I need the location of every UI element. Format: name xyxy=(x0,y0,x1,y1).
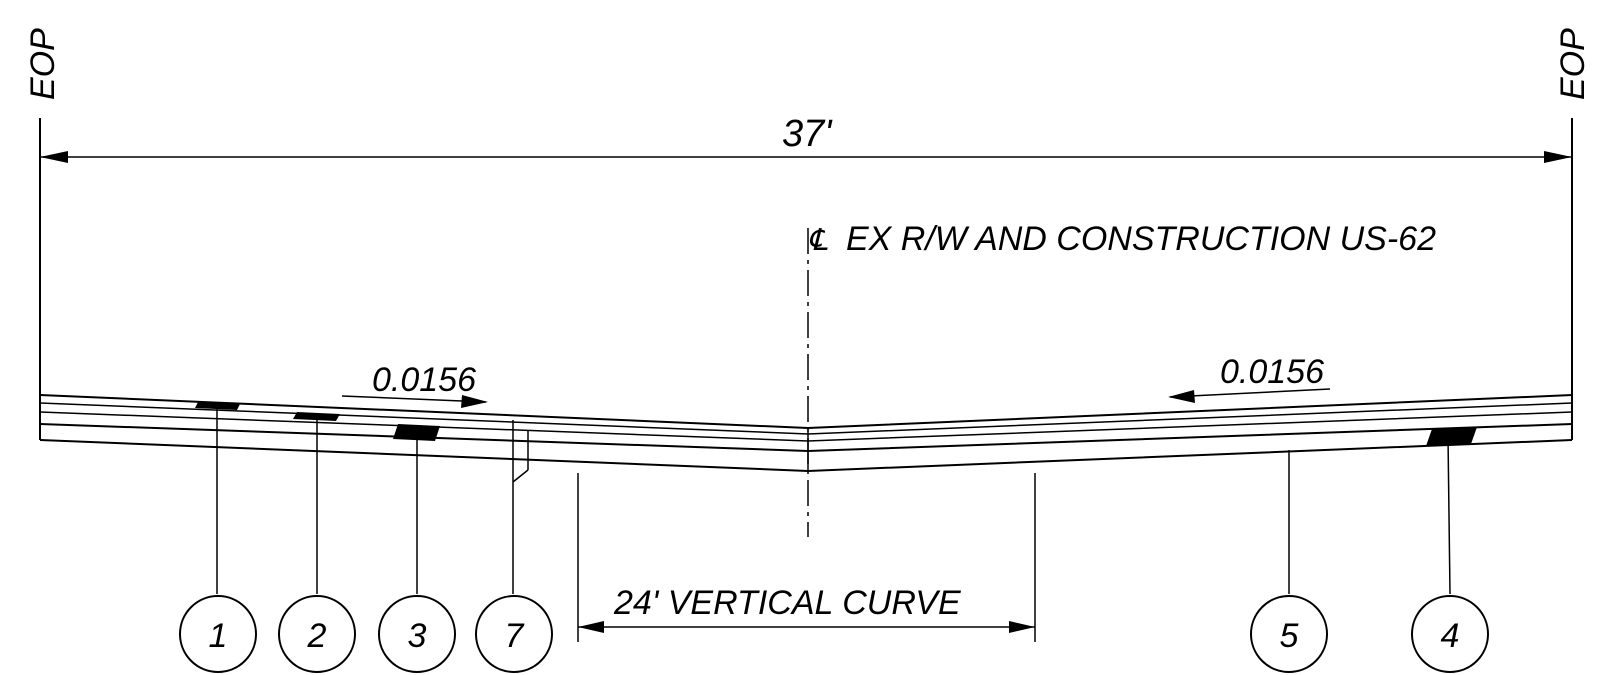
overall-width-dimension xyxy=(40,151,1572,163)
callout-3: 3 xyxy=(378,595,456,673)
vertical-curve-dimension xyxy=(577,473,1036,642)
callout-2-label: 2 xyxy=(307,617,327,655)
callout-4-label: 4 xyxy=(1441,617,1460,655)
overall-width-label: 37' xyxy=(782,113,833,155)
centerline-label: EX R/W AND CONSTRUCTION US-62 xyxy=(846,220,1436,258)
leader-7 xyxy=(512,420,529,594)
leader-4 xyxy=(1447,436,1451,595)
slope-label-right: 0.0156 xyxy=(1220,353,1324,391)
callout-7-label: 7 xyxy=(505,617,525,655)
centerline-symbol: ℄ xyxy=(808,224,828,257)
callout-1-label: 1 xyxy=(209,617,228,655)
callout-4: 4 xyxy=(1411,595,1489,673)
callout-2: 2 xyxy=(278,595,356,673)
callout-5: 5 xyxy=(1250,595,1328,673)
slope-arrow-right xyxy=(1168,388,1331,403)
slope-arrow-left xyxy=(341,395,488,408)
layer-block-4 xyxy=(1426,427,1477,446)
vertical-curve-label: 24' VERTICAL CURVE xyxy=(613,584,961,622)
slope-label-left: 0.0156 xyxy=(372,361,476,399)
callout-7: 7 xyxy=(475,595,553,673)
callout-1: 1 xyxy=(179,595,257,673)
callout-5-label: 5 xyxy=(1280,617,1299,655)
pavement-section xyxy=(39,394,1573,473)
callout-3-label: 3 xyxy=(408,617,427,655)
eop-left-label: EOP xyxy=(24,28,62,100)
eop-right-label: EOP xyxy=(1554,28,1592,100)
